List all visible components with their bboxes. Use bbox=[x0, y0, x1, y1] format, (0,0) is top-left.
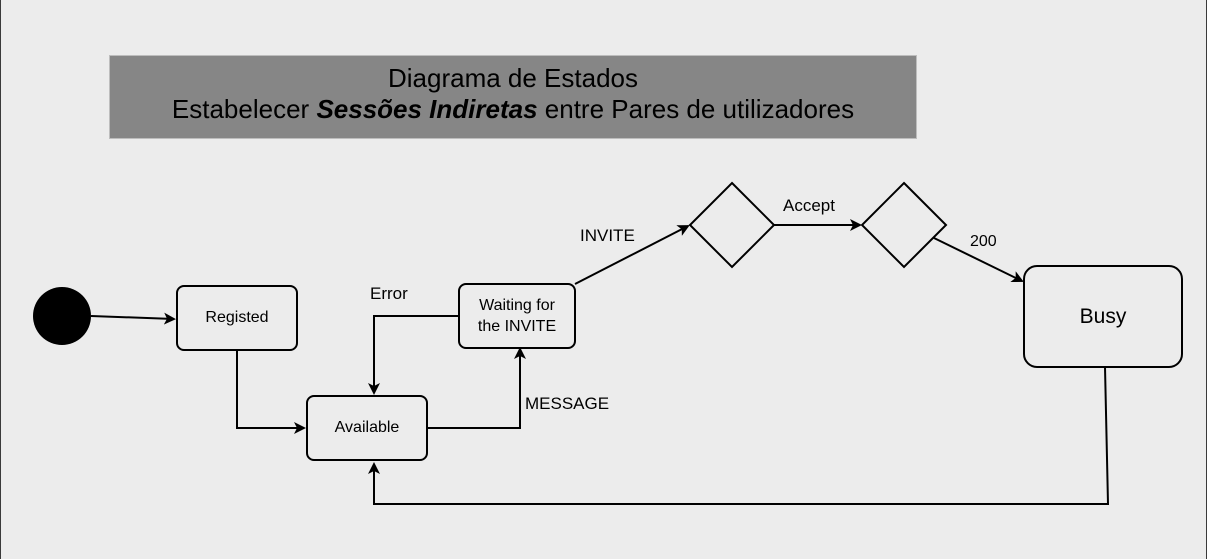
subtitle-prefix: Estabelecer bbox=[171, 94, 317, 124]
state-available: Available bbox=[306, 395, 428, 461]
label-invite: INVITE bbox=[580, 226, 635, 245]
edge-initial-to-registed bbox=[90, 312, 176, 325]
subtitle-suffix: entre Pares de utilizadores bbox=[537, 94, 855, 124]
label-message: MESSAGE bbox=[525, 394, 610, 413]
state-registed: Registed bbox=[176, 285, 298, 351]
diagram-subtitle: Estabelecer Sessões Indiretas entre Pare… bbox=[110, 94, 916, 125]
edge-registed-to-available bbox=[236, 350, 306, 434]
edge-invite bbox=[574, 225, 690, 285]
edge-200 bbox=[933, 237, 1024, 283]
state-available-label: Available bbox=[334, 419, 400, 436]
state-waiting-for-invite: Waiting for the INVITE bbox=[458, 283, 576, 349]
label-200: 200 bbox=[970, 233, 997, 250]
diagram-title-box: Diagrama de Estados Estabelecer Sessões … bbox=[109, 55, 917, 139]
choice-diamond-invite bbox=[688, 181, 776, 269]
edge-error bbox=[368, 315, 458, 395]
diagram-title: Diagrama de Estados bbox=[387, 63, 639, 93]
subtitle-emphasis: Sessões Indiretas bbox=[316, 94, 538, 124]
state-waiting-label-line1: Waiting for bbox=[479, 297, 555, 314]
initial-state-node bbox=[33, 287, 91, 345]
state-waiting-label-line2: the INVITE bbox=[477, 318, 557, 335]
label-accept: Accept bbox=[783, 196, 835, 215]
state-busy-label: Busy bbox=[1079, 304, 1127, 328]
edge-message bbox=[427, 347, 526, 429]
state-busy: Busy bbox=[1023, 265, 1183, 368]
state-registed-label: Registed bbox=[205, 309, 269, 326]
edge-busy-to-available bbox=[368, 366, 1110, 505]
label-error: Error bbox=[370, 284, 408, 303]
choice-diamond-accept bbox=[860, 181, 948, 269]
